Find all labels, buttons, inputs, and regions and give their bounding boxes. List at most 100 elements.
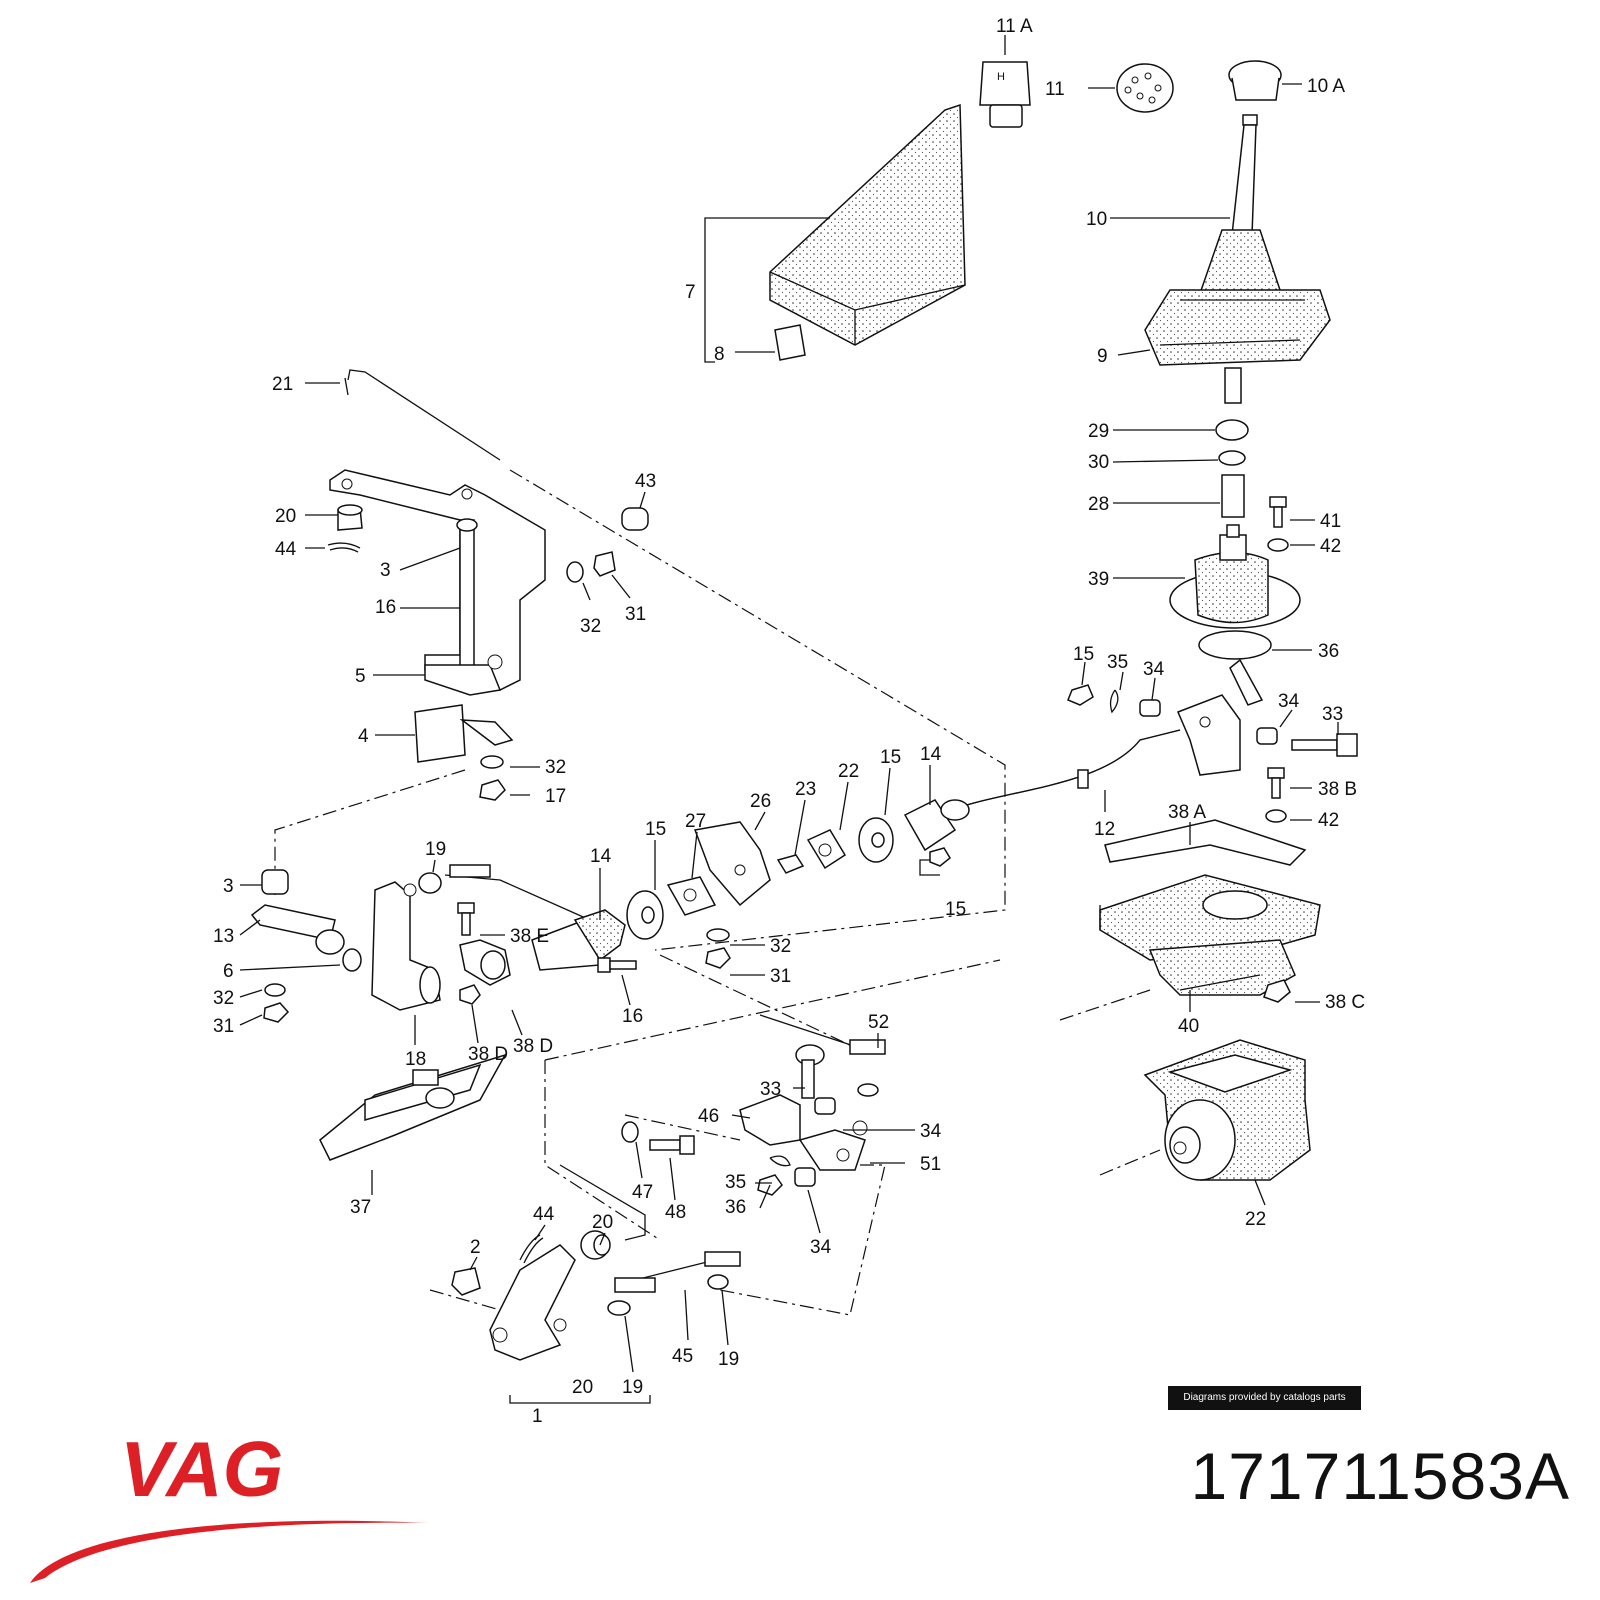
callout-34-upper: 31	[625, 604, 646, 625]
lever-49	[739, 1094, 801, 1146]
callout-4: 4	[358, 726, 369, 747]
callout-52: 51	[920, 1154, 941, 1175]
callout-13: 13	[213, 926, 234, 947]
callout-14-left: 14	[590, 846, 612, 867]
callout-17-lower: 15	[945, 899, 966, 920]
callout-14-right: 14	[920, 744, 942, 765]
callout-31: 29	[1088, 421, 1109, 442]
bolt-36-lower	[795, 1044, 825, 1099]
callout-15-right: 15	[880, 747, 901, 768]
callout-38: 36	[725, 1197, 746, 1218]
callout-34-mid: 31	[770, 966, 791, 987]
svg-text:H: H	[997, 71, 1005, 83]
callout-47-upper: 44	[275, 539, 297, 560]
rod-23	[344, 369, 501, 461]
nut-34-mid	[705, 947, 731, 969]
lever-1	[489, 1244, 576, 1361]
callout-22-lower: 20	[592, 1212, 613, 1233]
logo-text: VAG	[120, 1425, 283, 1513]
pad-26	[776, 854, 805, 874]
washer-21-left	[418, 872, 442, 894]
base-plate-43	[1099, 874, 1321, 996]
callout-33-mid: 32	[545, 757, 566, 778]
vag-logo: VAG	[30, 1425, 430, 1583]
housing-27	[1143, 1039, 1311, 1181]
gasket-38c	[1104, 819, 1307, 866]
part-number: 171711583A	[1190, 1439, 1570, 1513]
callout-5: 5	[355, 666, 366, 687]
nut-17-lower	[929, 847, 951, 867]
callout-38e: 38 C	[1325, 992, 1365, 1013]
bush-22-lower	[580, 1230, 611, 1260]
callout-3-lower: 3	[223, 876, 234, 897]
callout-21-right: 19	[718, 1349, 739, 1370]
clip-8	[774, 324, 806, 361]
callout-12: 12	[1094, 819, 1115, 840]
callout-35-upper: 34	[1143, 659, 1165, 680]
callout-37-lower: 35	[725, 1172, 746, 1193]
callout-28: 27	[685, 811, 706, 832]
bush-35-mid	[814, 1097, 836, 1115]
flange-15-left	[626, 890, 664, 940]
bracket-38b	[319, 1053, 507, 1161]
rod-upper-bottom	[559, 1164, 646, 1241]
bolt-44	[1269, 496, 1287, 528]
callout-30: 28	[1088, 494, 1109, 515]
callout-53: 52	[868, 1012, 889, 1033]
washer-33-mid	[480, 755, 504, 769]
nut-17-upper	[1067, 684, 1094, 706]
assembly-lines	[274, 469, 1161, 1316]
callout-36-lower: 33	[760, 1079, 781, 1100]
callout-46: 43	[635, 471, 656, 492]
bolt-51	[649, 1135, 695, 1155]
bush-35-right	[1256, 727, 1278, 745]
callout-26: 23	[795, 779, 816, 800]
nut-2	[451, 1267, 481, 1296]
link-13	[250, 904, 345, 955]
washer-33-mid2	[706, 928, 730, 942]
rod-53	[759, 1014, 886, 1055]
nut-34-left	[263, 1002, 290, 1023]
washer-21-lower-right	[707, 1274, 729, 1290]
callout-42: 39	[1088, 569, 1109, 590]
callout-20: 18	[405, 1049, 426, 1070]
bush-3-lower	[261, 869, 289, 895]
diagram-credit: Diagrams provided by catalogs parts	[1168, 1386, 1361, 1410]
rod-48	[614, 1251, 741, 1293]
callout-45-top: 42	[1320, 536, 1341, 557]
callout-40: 38 E	[510, 926, 549, 947]
callout-25: 22	[838, 761, 859, 782]
boot-9	[1144, 289, 1331, 404]
clip-50	[621, 1121, 639, 1143]
nut-34-upper	[593, 551, 616, 577]
nut-19	[479, 779, 506, 801]
callout-11a: 11 A	[996, 16, 1033, 37]
bush-22-upper	[337, 504, 363, 531]
callout-39: 38 D	[513, 1036, 553, 1057]
block-25	[806, 829, 847, 870]
clamp-39	[459, 939, 511, 986]
callout-9: 9	[1097, 346, 1108, 367]
clip-37-upper	[1109, 689, 1119, 714]
lever-52	[798, 1120, 868, 1171]
knob-cover-10a	[1116, 63, 1174, 113]
bolt-40	[457, 902, 475, 936]
washer-21-lower-left	[607, 1300, 631, 1316]
callout-18: 16	[375, 597, 396, 618]
logo-swoosh	[30, 1520, 430, 1583]
leader-lines	[239, 35, 1339, 1404]
callout-48: 45	[672, 1346, 693, 1367]
plate-28	[666, 876, 717, 916]
cable-12	[939, 729, 1181, 816]
washer-33-left	[264, 983, 286, 997]
lever-upper	[1177, 694, 1241, 776]
callout-35-lowest: 34	[810, 1237, 832, 1258]
joint-14-right	[903, 799, 970, 852]
callout-35-mid: 34	[920, 1121, 942, 1142]
washer-45-lower	[1265, 809, 1287, 823]
callout-38d: 38 B	[1318, 779, 1357, 800]
rod-end-upper	[444, 864, 591, 921]
lever-20	[371, 881, 441, 1011]
callout-33-left: 32	[213, 988, 234, 1009]
callout-19: 17	[545, 786, 566, 807]
